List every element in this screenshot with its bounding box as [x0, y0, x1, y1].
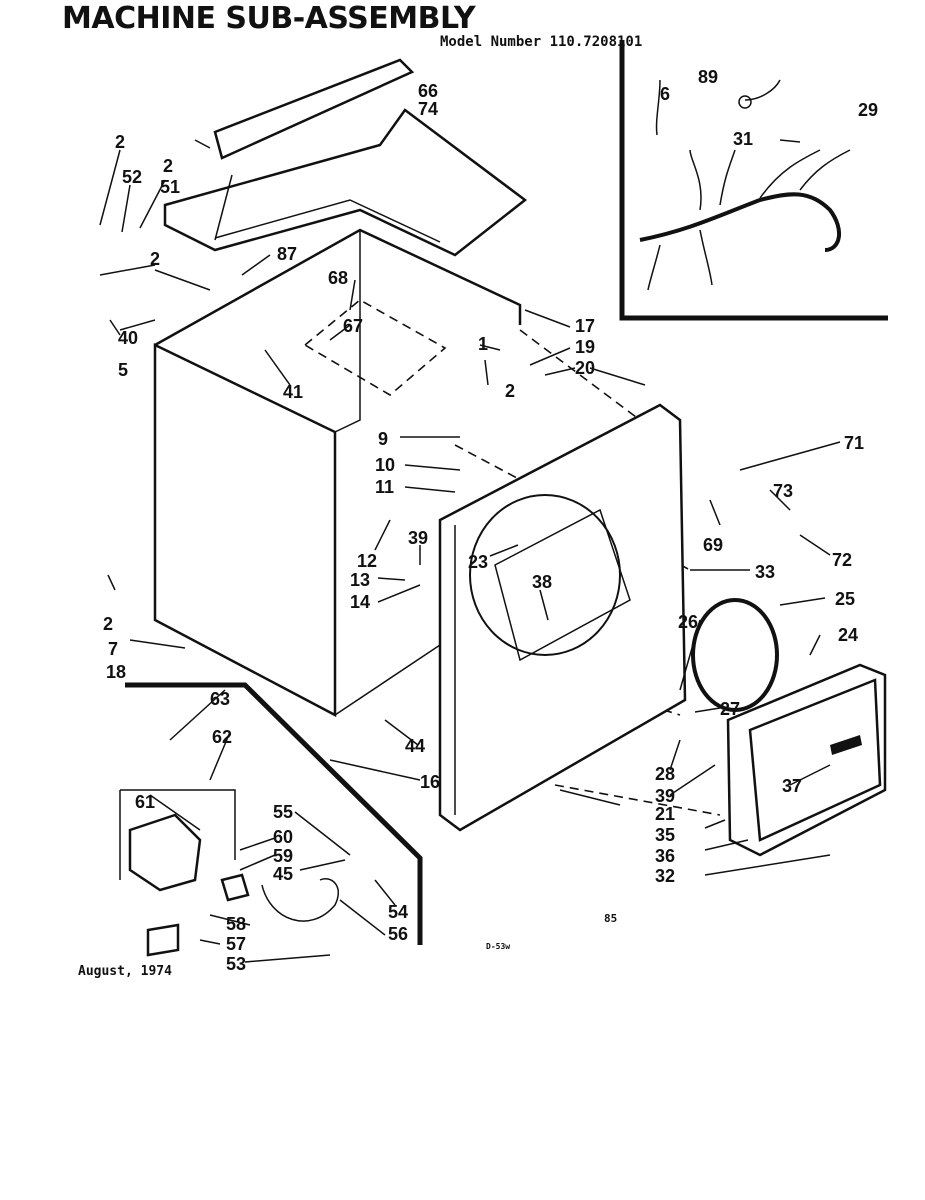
- callout-20: 20: [575, 358, 595, 378]
- cabinet: [153, 228, 721, 816]
- callout-26: 26: [678, 612, 698, 632]
- callout-13: 13: [350, 570, 370, 590]
- callout-25: 25: [835, 589, 855, 609]
- callout-11: 11: [375, 477, 394, 497]
- door-assembly: [726, 663, 887, 857]
- callout-2: 2: [505, 381, 515, 401]
- callout-58: 58: [226, 914, 246, 934]
- callout-2: 2: [103, 614, 113, 634]
- callout-18: 18: [106, 662, 126, 682]
- callout-5: 5: [118, 360, 128, 380]
- callout-10: 10: [375, 455, 395, 475]
- callout-16: 16: [420, 772, 440, 792]
- callout-28: 28: [655, 764, 675, 784]
- callout-2: 2: [150, 249, 160, 269]
- seal-ring: [691, 598, 779, 712]
- callout-23: 23: [468, 552, 488, 572]
- callout-27: 27: [720, 699, 740, 719]
- top-cover: [163, 58, 528, 257]
- callout-68: 68: [328, 268, 348, 288]
- callout-39: 39: [408, 528, 428, 548]
- callout-74: 74: [418, 99, 438, 119]
- callout-52: 52: [122, 167, 142, 187]
- wiring-harness-inset: [619, 40, 888, 321]
- model-number: Model Number 110.7208101: [440, 34, 643, 50]
- callout-40: 40: [118, 328, 138, 348]
- callout-1: 1: [478, 334, 488, 354]
- callout-59: 59: [273, 846, 293, 866]
- callout-57: 57: [226, 934, 246, 954]
- callout-14: 14: [350, 592, 370, 612]
- callout-33: 33: [755, 562, 775, 582]
- callout-87: 87: [277, 244, 297, 264]
- callout-66: 66: [418, 81, 438, 101]
- callout-73: 73: [773, 481, 793, 501]
- callout-38: 38: [532, 572, 552, 592]
- callout-32: 32: [655, 866, 675, 886]
- callout-2: 2: [163, 156, 173, 176]
- callout-54: 54: [388, 902, 408, 922]
- front-panel: [438, 403, 687, 832]
- callout-72: 72: [832, 550, 852, 570]
- callout-12: 12: [357, 551, 377, 571]
- callout-56: 56: [388, 924, 408, 944]
- callout-19: 19: [575, 337, 595, 357]
- callout-61: 61: [135, 792, 155, 812]
- callout-71: 71: [844, 433, 864, 453]
- revision-date: August, 1974: [78, 964, 172, 979]
- callout-35: 35: [655, 825, 675, 845]
- callout-24: 24: [838, 625, 858, 645]
- callout-31: 31: [733, 129, 753, 149]
- callout-69: 69: [703, 535, 723, 555]
- callout-37: 37: [782, 776, 802, 796]
- drawing-code: D-53w: [486, 942, 511, 951]
- leader-lines: [99, 139, 841, 963]
- callout-67: 67: [343, 316, 363, 336]
- callout-9: 9: [378, 429, 388, 449]
- callout-41: 41: [283, 382, 303, 402]
- motor-base-assembly: [119, 682, 423, 957]
- callout-labels: 2 52 2 51 2 87 66 74 68 67 40 5 41 17 1 …: [103, 67, 878, 974]
- callout-2: 2: [115, 132, 125, 152]
- callout-17: 17: [575, 316, 595, 336]
- callout-55: 55: [273, 802, 293, 822]
- callout-62: 62: [212, 727, 232, 747]
- callout-39: 39: [655, 786, 675, 806]
- callout-7: 7: [108, 639, 118, 659]
- callout-60: 60: [273, 827, 293, 847]
- callout-36: 36: [655, 846, 675, 866]
- callout-51: 51: [160, 177, 180, 197]
- callout-89: 89: [698, 67, 718, 87]
- callout-44: 44: [405, 736, 425, 756]
- callout-53: 53: [226, 954, 246, 974]
- callout-63: 63: [210, 689, 230, 709]
- callout-6: 6: [660, 84, 670, 104]
- callout-29: 29: [858, 100, 878, 120]
- page-code: 85: [604, 912, 618, 925]
- callout-45: 45: [273, 864, 293, 884]
- page-title: MACHINE SUB-ASSEMBLY: [62, 1, 476, 36]
- callout-21: 21: [655, 804, 675, 824]
